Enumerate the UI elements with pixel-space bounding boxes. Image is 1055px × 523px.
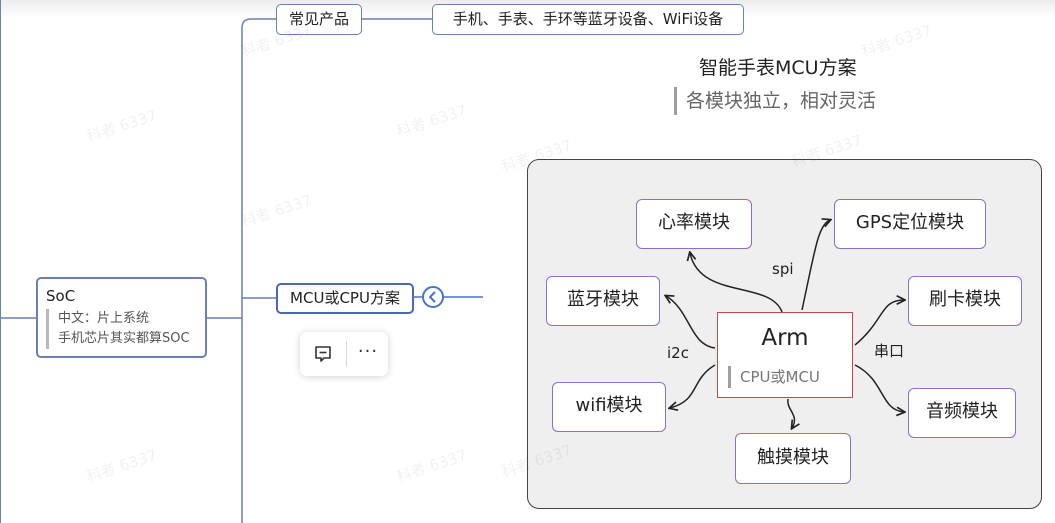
- collapse-branch-button[interactable]: [422, 286, 444, 308]
- edge-label-i2c: i2c: [667, 344, 689, 362]
- more-options-button[interactable]: ···: [357, 341, 379, 362]
- module-bluetooth[interactable]: 蓝牙模块: [546, 276, 660, 326]
- root-note-line: 中文：片上系统: [58, 311, 150, 326]
- node-action-toolbar: ···: [300, 332, 388, 376]
- root-node-soc[interactable]: SoC 中文：片上系统 手机芯片其实都算SOC: [36, 277, 207, 358]
- edge-label-spi: spi: [772, 260, 794, 278]
- arm-core-box[interactable]: Arm CPU或MCU: [717, 312, 853, 398]
- root-note-line: 手机芯片其实都算SOC: [58, 331, 190, 346]
- chevron-left-icon: [429, 291, 436, 303]
- branch-mcu-cpu-plan[interactable]: MCU或CPU方案: [276, 283, 414, 314]
- comment-button[interactable]: [312, 343, 334, 365]
- edge-label-uart: 串口: [874, 342, 905, 360]
- diagram-subtitle: 各模块独立，相对灵活: [674, 87, 876, 115]
- branch-common-products-detail[interactable]: 手机、手表、手环等蓝牙设备、WiFi设备: [432, 4, 744, 35]
- toolbar-divider: [346, 341, 347, 367]
- root-node-notes: 中文：片上系统 手机芯片其实都算SOC: [46, 309, 205, 349]
- module-card-reader[interactable]: 刷卡模块: [908, 276, 1022, 326]
- arm-core-subtitle: CPU或MCU: [728, 366, 820, 388]
- comment-icon: [315, 346, 331, 362]
- module-audio[interactable]: 音频模块: [908, 388, 1016, 438]
- module-wifi[interactable]: wifi模块: [552, 382, 666, 432]
- branch-common-products[interactable]: 常见产品: [276, 4, 362, 35]
- module-heart-rate[interactable]: 心率模块: [636, 199, 752, 249]
- module-touch[interactable]: 触摸模块: [735, 433, 851, 484]
- diagram-title: 智能手表MCU方案: [699, 57, 857, 79]
- arm-core-title: Arm: [761, 325, 809, 351]
- module-gps[interactable]: GPS定位模块: [834, 199, 986, 249]
- root-node-title: SoC: [46, 287, 76, 305]
